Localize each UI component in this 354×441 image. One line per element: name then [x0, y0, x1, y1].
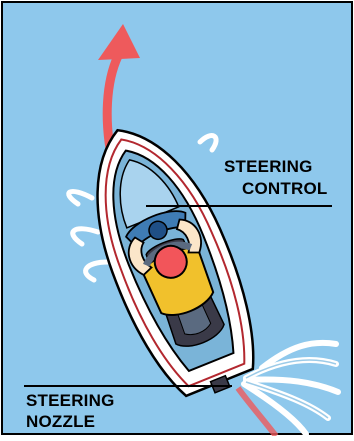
steering-nozzle-label-line2: NOZZLE — [26, 413, 95, 430]
steering-nozzle-label-line1: STEERING — [26, 392, 115, 409]
steering-control-label-line2: CONTROL — [242, 180, 327, 197]
steering-control-label-line1: STEERING — [224, 158, 313, 175]
